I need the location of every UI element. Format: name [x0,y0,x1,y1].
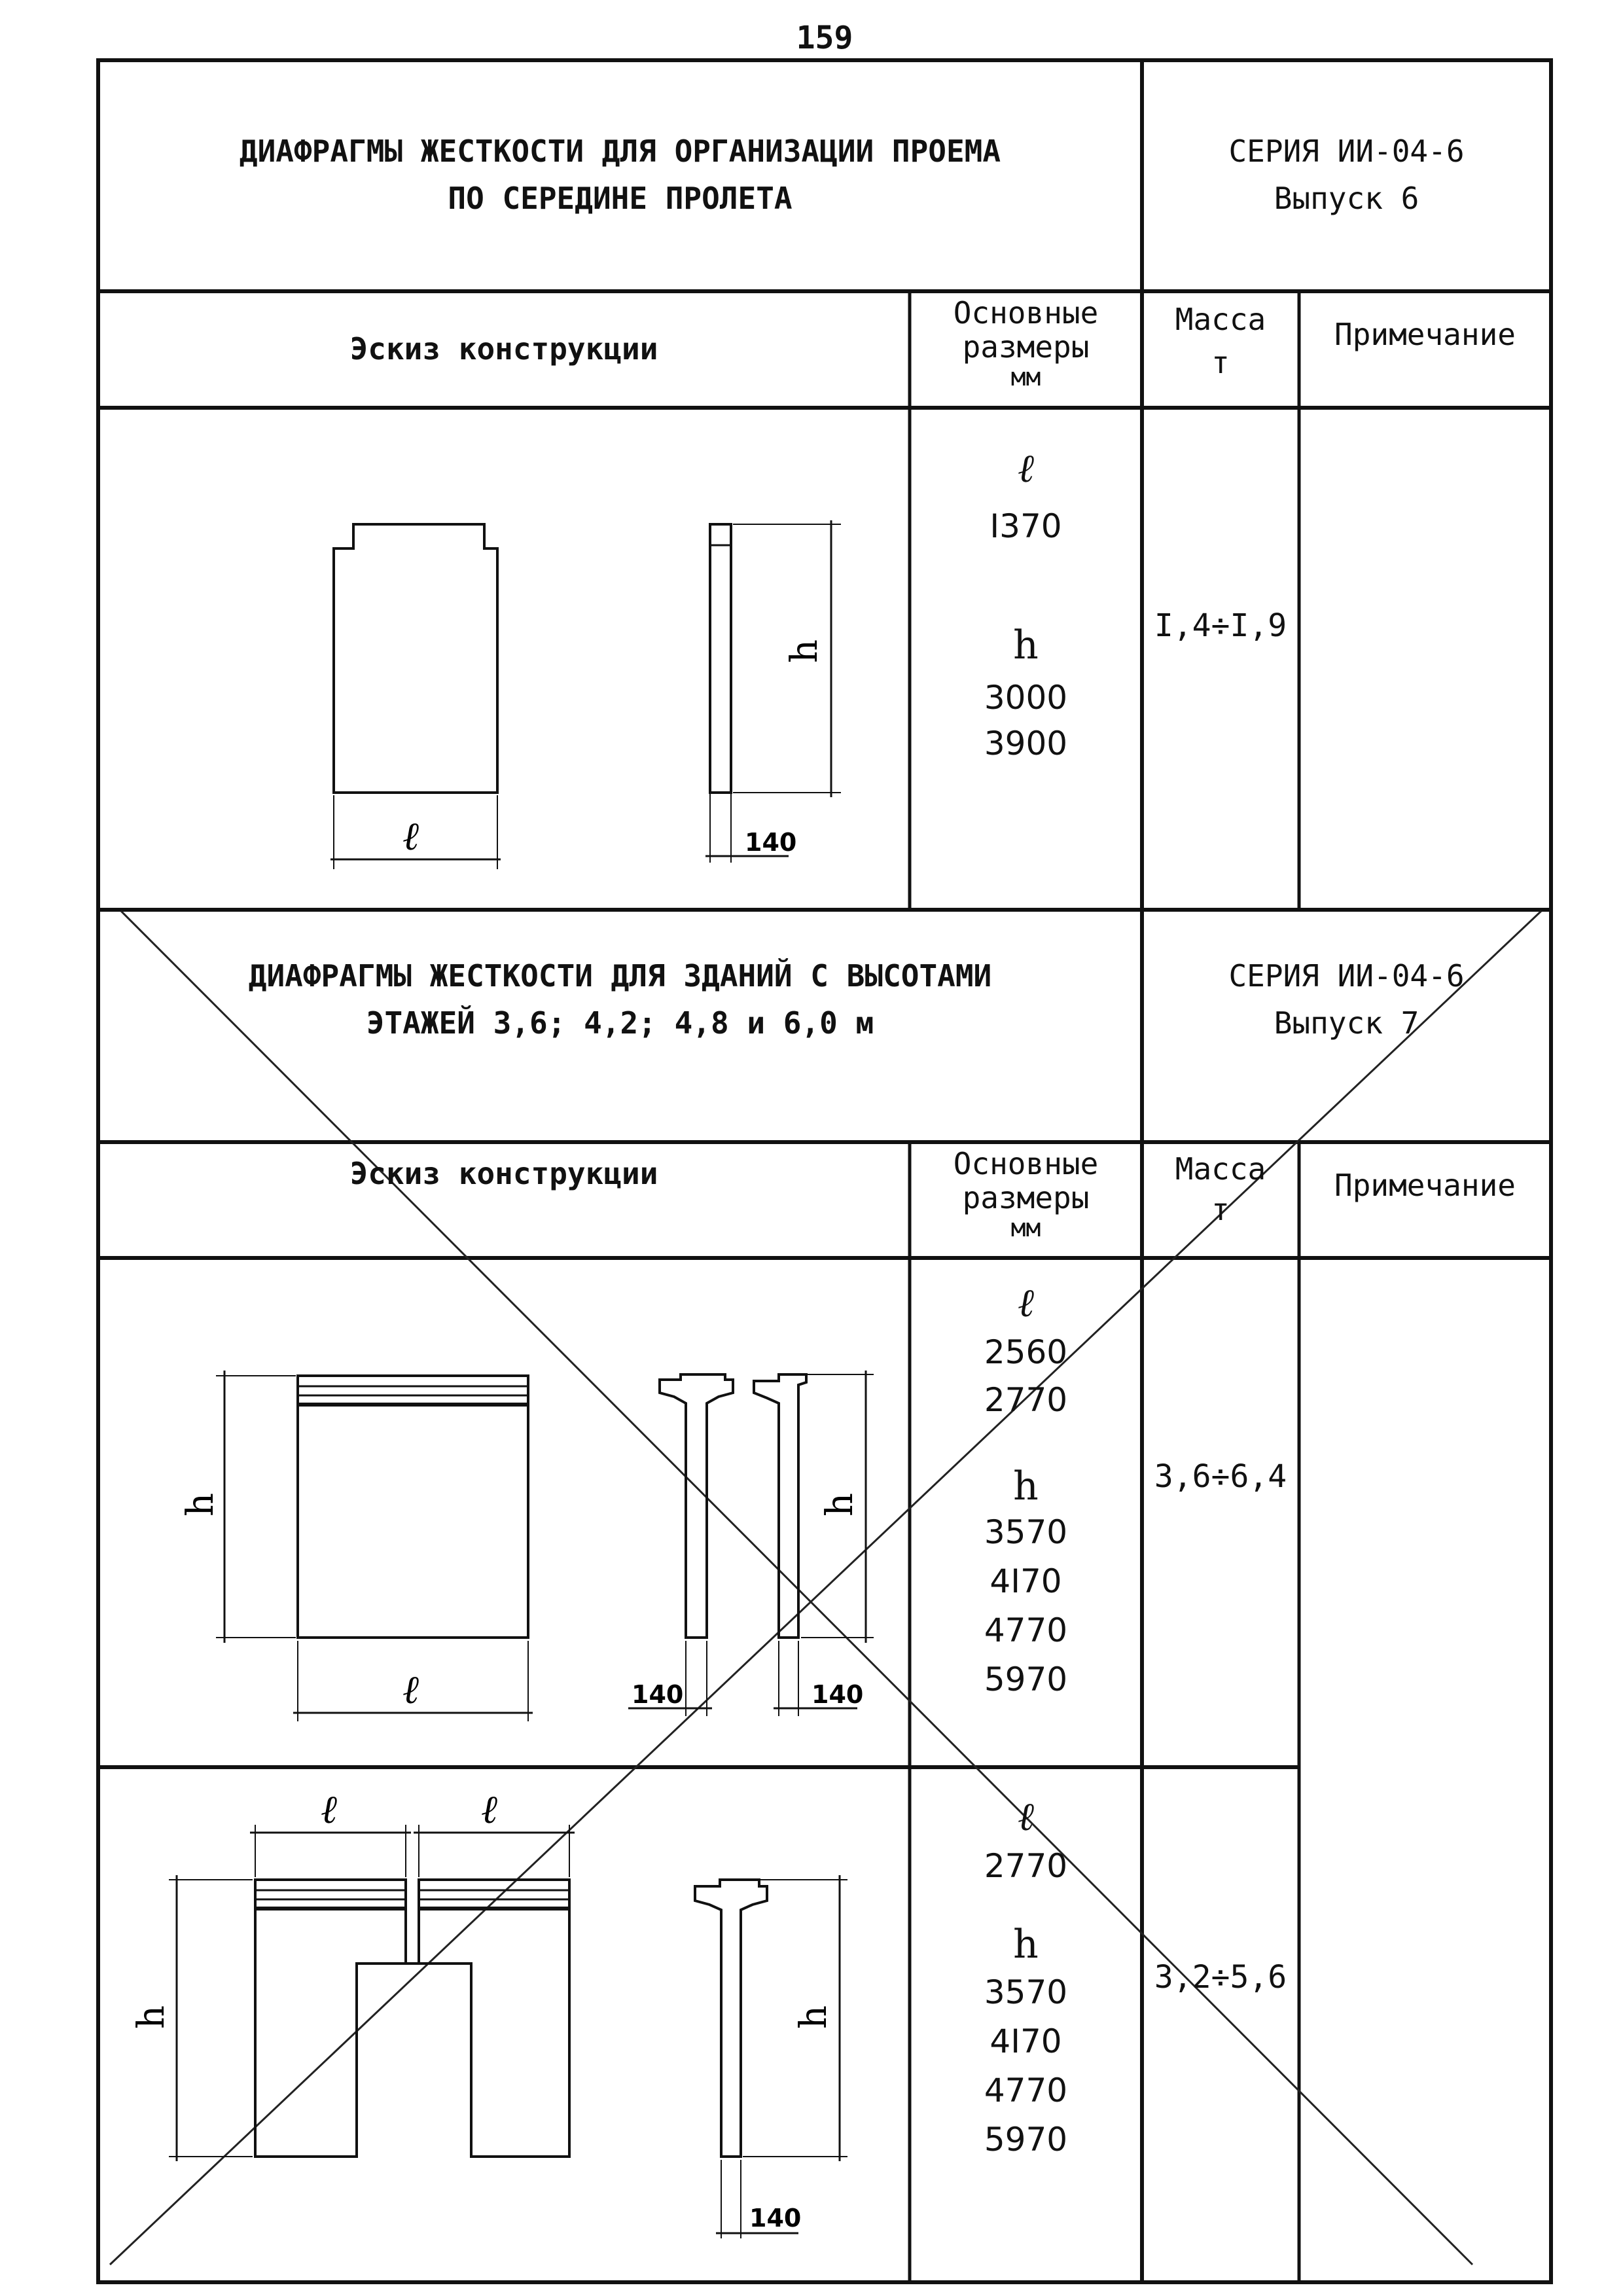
header-mass-line1: Масса [1175,302,1266,337]
block2-series: СЕРИЯ ИИ-04-6 [1228,958,1465,994]
block2-row2-h-symbol: h [1013,1922,1039,1967]
sketch-l-label-2: ℓ [481,1787,497,1833]
block1-issue: Выпуск 6 [1274,181,1419,216]
block1-sketch: ℓ h 140 [330,520,841,869]
block1-h-value-1: 3000 [984,679,1068,717]
block2-header-note: Примечание [1334,1168,1516,1203]
cancellation-cross [109,910,1543,2266]
t-section-view [694,1878,768,2158]
block2-row2-sketch: ℓ ℓ h h 140 [130,1787,847,2238]
block2-row1-sketch: ℓ h h 140 140 [179,1371,874,1721]
block1-header-note: Примечание [1334,317,1516,352]
block2-row1-l-value-2: 2770 [984,1381,1068,1419]
sketch-h-label-left: h [179,1493,222,1516]
t-section-view [658,1373,734,1639]
sketch-thickness-label-1: 140 [632,1680,683,1709]
block2-header-mass: Масса т [1142,1149,1299,1230]
panel-left-view [254,1878,407,2158]
block2-row1-h-value-1: 3570 [984,1513,1068,1551]
block1-l-symbol: ℓ [1018,446,1034,492]
block2-row1-l-symbol: ℓ [1018,1280,1034,1326]
block2-row1-h-symbol: h [1013,1463,1039,1509]
sketch-h-label: h [783,639,826,663]
panel-front-view [296,1374,529,1639]
block1-title-line1: ДИАФРАГМЫ ЖЕСТКОСТИ ДЛЯ ОРГАНИЗАЦИИ ПРОЕ… [239,134,1001,169]
l-section-view [753,1373,808,1639]
header-dims-line2: размеры [962,329,1090,365]
header-dims-line1: Основные [953,295,1099,331]
block1-header-sketch: Эскиз конструкции [349,331,658,367]
block2-row2-mass: 3,2÷5,6 [1154,1959,1287,1996]
block2-row2-h-value-1: 3570 [984,1973,1068,2011]
block2-title-line1: ДИАФРАГМЫ ЖЕСТКОСТИ ДЛЯ ЗДАНИЙ С ВЫСОТАМ… [248,958,992,994]
block2-row2-h-value-2: 4I70 [990,2022,1062,2060]
sketch-h-label-left: h [130,2005,173,2029]
header-dims-line2: размеры [962,1180,1090,1215]
block2-row1-h-value-3: 4770 [984,1611,1068,1649]
page-number: 159 [796,20,853,56]
block2-issue: Выпуск 7 [1274,1005,1419,1041]
header-mass-line2: т [1211,345,1230,380]
header-dims-line3: мм [1010,363,1041,391]
block2-row2-h-value-4: 5970 [984,2121,1068,2159]
block1-header-dims: Основные размеры мм [910,296,1142,390]
block2-header-sketch: Эскиз конструкции [349,1156,658,1191]
sketch-thickness-label: 140 [745,828,796,857]
block1-header-mass: Масса т [1142,298,1299,384]
sketch-l-label-1: ℓ [321,1787,337,1833]
block1-h-value-2: 3900 [984,725,1068,762]
sketch-h-label-right: h [819,1493,861,1516]
sketch-h-label-right: h [793,2005,835,2029]
block2-row2-l-symbol: ℓ [1018,1794,1034,1840]
header-dims-line1: Основные [953,1146,1099,1181]
panel-front-view [332,523,499,794]
sketch-thickness-label: 140 [749,2204,801,2233]
panel-side-view [709,523,732,794]
sketch-thickness-label-2: 140 [812,1680,863,1709]
header-mass-line1: Масса [1175,1151,1266,1187]
sketch-l-label: ℓ [402,814,419,859]
block1-h-symbol: h [1013,622,1039,668]
sketch-l-label: ℓ [402,1667,419,1713]
block2-row2-l-value: 2770 [984,1847,1068,1885]
block2-header-dims: Основные размеры мм [910,1147,1142,1241]
block1-title-line2: ПО СЕРЕДИНЕ ПРОЛЕТА [448,181,793,216]
block2-title-line2: ЭТАЖЕЙ 3,6; 4,2; 4,8 и 6,0 м [366,1005,874,1041]
block2-row1-h-value-4: 5970 [984,1660,1068,1698]
block1-series: СЕРИЯ ИИ-04-6 [1228,134,1465,169]
block2-row1-mass: 3,6÷6,4 [1154,1458,1287,1495]
block2-row1-h-value-2: 4I70 [990,1562,1062,1600]
block2-row2-h-value-3: 4770 [984,2072,1068,2109]
header-dims-line3: мм [1010,1213,1041,1242]
block1-l-value: I370 [990,507,1062,545]
block1-mass: I,4÷I,9 [1154,607,1287,644]
block2-row1-l-value-1: 2560 [984,1333,1068,1371]
header-mass-line2: т [1211,1192,1230,1227]
panel-right-view [418,1878,571,2158]
